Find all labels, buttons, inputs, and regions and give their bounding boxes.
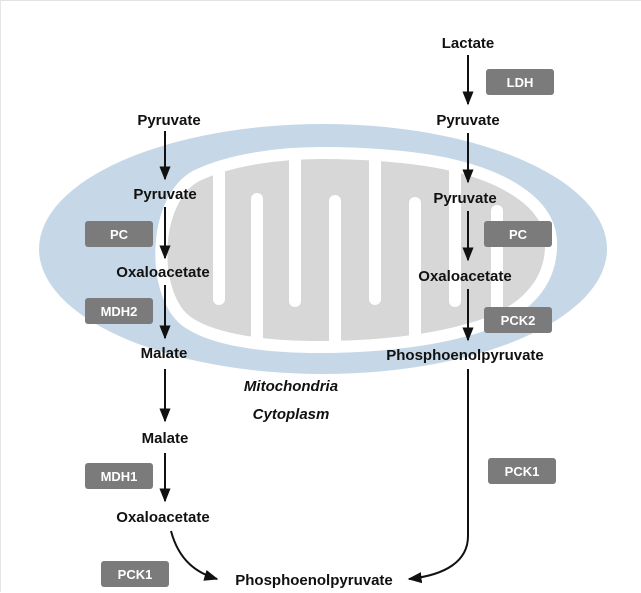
enzyme-mdh1: MDH1: [85, 463, 153, 489]
right-pyruvate-cytosol: Pyruvate: [436, 112, 499, 129]
right-pep-mito: Phosphoenolpyruvate: [386, 347, 544, 364]
enzyme-mdh1-label: MDH1: [101, 469, 138, 484]
enzyme-pc-right: PC: [484, 221, 552, 247]
enzyme-ldh-label: LDH: [507, 75, 534, 90]
right-lactate: Lactate: [442, 35, 495, 52]
enzyme-pck1-left-label: PCK1: [118, 567, 153, 582]
enzyme-pck1-left: PCK1: [101, 561, 169, 587]
enzyme-mdh2-label: MDH2: [101, 304, 138, 319]
enzyme-pck2: PCK2: [484, 307, 552, 333]
enzyme-pck1-right-label: PCK1: [505, 464, 540, 479]
left-malate-mito: Malate: [141, 345, 188, 362]
left-pyruvate-mito: Pyruvate: [133, 186, 196, 203]
cytoplasm-label: Cytoplasm: [253, 406, 330, 423]
left-oxaloacetate-cytosol: Oxaloacetate: [116, 509, 209, 526]
left-pyruvate-cytosol: Pyruvate: [137, 112, 200, 129]
enzyme-pck2-label: PCK2: [501, 313, 536, 328]
left-oxaloacetate-mito: Oxaloacetate: [116, 264, 209, 281]
mitochondria-label: Mitochondria: [244, 378, 338, 395]
mitochondrion: [39, 124, 607, 374]
enzyme-pc-right-label: PC: [509, 227, 528, 242]
product-phosphoenolpyruvate: Phosphoenolpyruvate: [235, 572, 393, 589]
enzyme-mdh2: MDH2: [85, 298, 153, 324]
right-pyruvate-mito: Pyruvate: [433, 190, 496, 207]
enzyme-ldh: LDH: [486, 69, 554, 95]
arrow-left-oaa-to-pep: [171, 531, 217, 579]
enzyme-pck1-right: PCK1: [488, 458, 556, 484]
left-malate-cytosol: Malate: [142, 430, 189, 447]
enzyme-pc-left-label: PC: [110, 227, 129, 242]
enzyme-pc-left: PC: [85, 221, 153, 247]
arrow-right-pep-to-pep: [409, 369, 468, 579]
right-oxaloacetate-mito: Oxaloacetate: [418, 268, 511, 285]
